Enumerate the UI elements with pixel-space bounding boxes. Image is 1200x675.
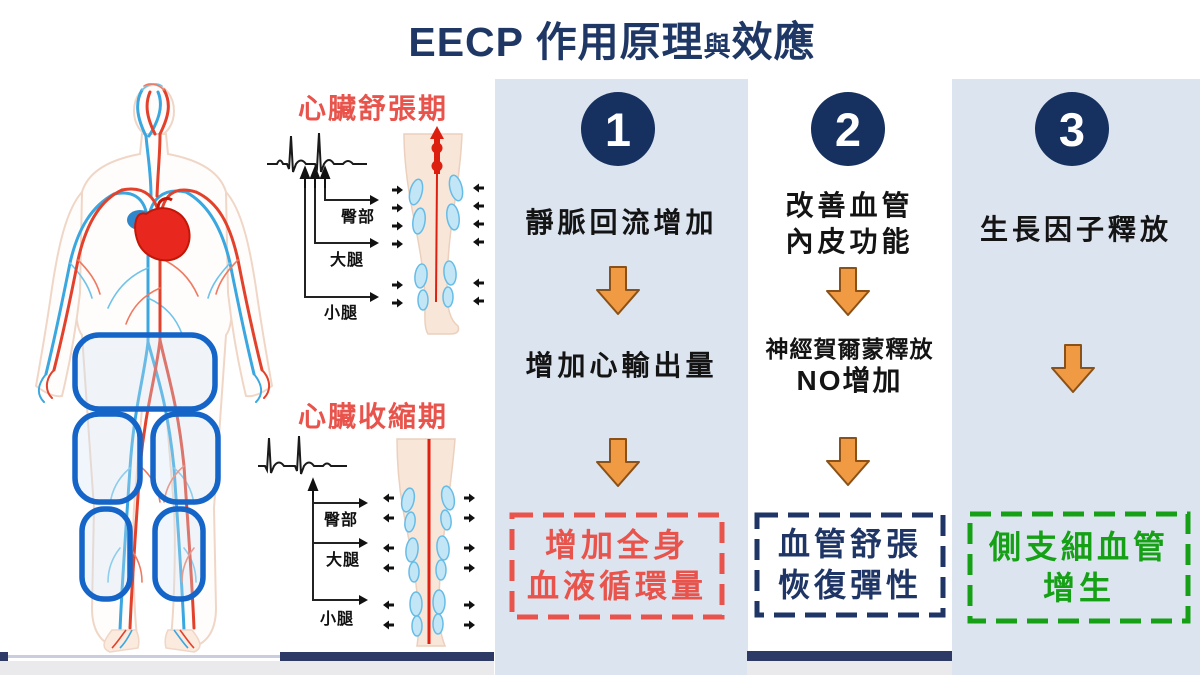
badge-1-number: 1	[604, 102, 632, 156]
down-arrow-icon	[596, 266, 640, 315]
inflation-arrows-icon	[299, 165, 331, 190]
step-number-badge-3: 3	[1035, 92, 1109, 166]
col2-step2-line1: 神經賀爾蒙釋放	[765, 336, 934, 362]
col1-result-line1: 增加全身	[544, 527, 689, 563]
diastole-leg-illustration	[392, 126, 484, 335]
column-1-panel	[495, 79, 748, 675]
body-circulation-illustration	[34, 83, 274, 653]
col2-result-box: 血管舒張 恢復彈性	[754, 512, 946, 618]
systole-label: 心臟收縮期	[297, 401, 448, 432]
footer-navy-bar-left	[280, 652, 494, 661]
col2-step2-line2: NO增加	[796, 365, 903, 396]
col2-step1-line1: 改善血管	[785, 190, 914, 221]
footer-navy-chip	[0, 652, 8, 661]
footer-navy-bar-mid	[747, 651, 952, 661]
col2-result-line1: 血管舒張	[777, 526, 922, 562]
ecg-trace	[258, 435, 347, 475]
ecg-trace	[267, 132, 367, 173]
footer-thin-line	[0, 655, 283, 658]
col1-result-line2: 血液循環量	[526, 568, 707, 604]
diastole-row-thigh: 大腿	[330, 252, 365, 269]
down-arrow-icon	[826, 437, 870, 486]
cuff-bladders	[400, 485, 456, 637]
col3-result-box: 側支細血管 增生	[967, 511, 1191, 624]
down-arrow-icon	[596, 438, 640, 487]
col2-result-line2: 恢復彈性	[777, 567, 922, 603]
compression-arrows-icon	[392, 183, 484, 308]
systole-row-thigh: 大腿	[326, 552, 361, 569]
systole-leg-illustration	[383, 438, 475, 647]
col2-step1-line2: 內皮功能	[785, 226, 914, 257]
deflation-arrow-icon	[307, 477, 319, 503]
col2-step1-text: 改善血管 內皮功能	[747, 188, 952, 260]
title-tail: 效應	[731, 19, 816, 65]
badge-3-number: 3	[1058, 102, 1086, 156]
page-title: EECP 作用原理與效應	[24, 8, 1200, 68]
col1-step2-text: 增加心輸出量	[525, 350, 718, 381]
green-dashed-border	[967, 511, 1191, 624]
blood-flow-up-arrow	[430, 126, 444, 303]
systole-ecg-diagram	[258, 435, 368, 605]
footer-gray-strip-left	[0, 661, 494, 675]
diastole-row-calf: 小腿	[324, 305, 359, 322]
diastole-label: 心臟舒張期	[297, 93, 448, 124]
step-number-badge-2: 2	[811, 92, 885, 166]
release-arrows-icon	[383, 493, 475, 630]
diastole-ecg-diagram	[267, 132, 379, 302]
col1-result-box: 增加全身 血液循環量	[509, 512, 725, 620]
systole-row-calf: 小腿	[320, 611, 355, 628]
red-dashed-border	[509, 512, 725, 620]
step-number-badge-1: 1	[581, 92, 655, 166]
title-conjunction: 與	[703, 32, 732, 62]
heart-illustration	[127, 196, 191, 262]
badge-2-number: 2	[834, 102, 862, 156]
col3-result-line1: 側支細血管	[988, 528, 1169, 565]
cuff-bladders	[408, 174, 464, 311]
systole-row-hip: 臀部	[324, 512, 359, 529]
footer-gray-strip-mid	[747, 661, 952, 675]
cuff-boxes	[72, 332, 221, 602]
col3-result-line2: 增生	[1042, 569, 1115, 606]
down-arrow-icon	[1051, 344, 1095, 393]
col1-step1-text: 靜脈回流增加	[525, 207, 718, 238]
col3-step1-text: 生長因子釋放	[979, 214, 1172, 245]
down-arrow-icon	[826, 267, 870, 316]
title-main: EECP 作用原理	[408, 19, 704, 65]
col2-step2-text: 神經賀爾蒙釋放 NO增加	[737, 334, 962, 398]
diastole-row-hip: 臀部	[341, 209, 376, 226]
navy-dashed-border	[754, 512, 946, 618]
